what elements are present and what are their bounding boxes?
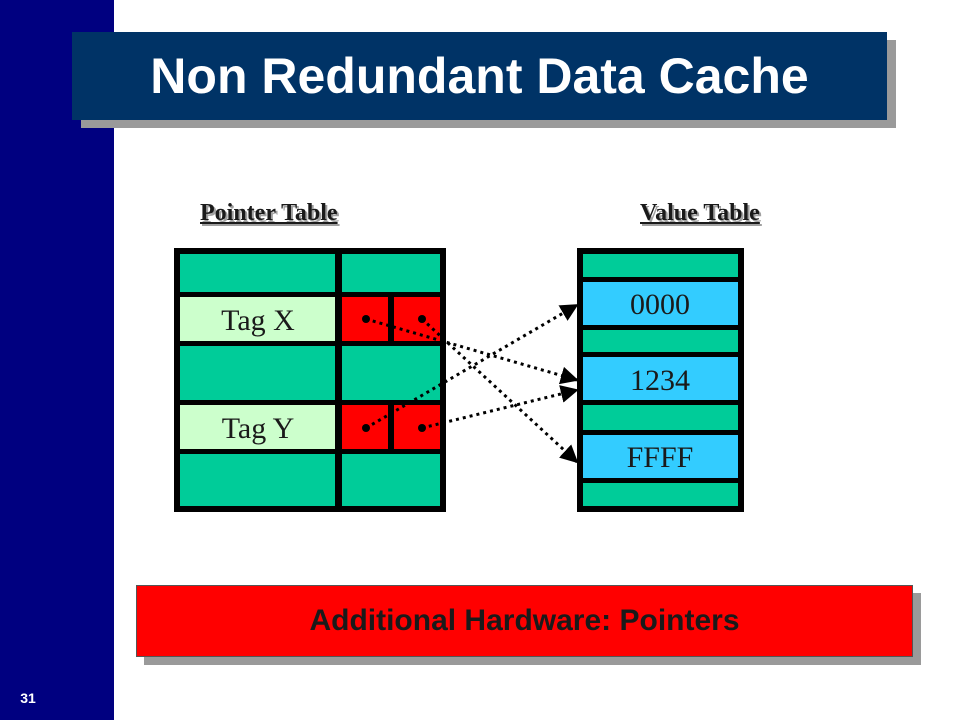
pointer-table-cell (342, 454, 440, 506)
tag-x-cell (180, 297, 335, 341)
pointer-dot (418, 424, 426, 432)
footer-box: Additional Hardware: Pointers (136, 585, 913, 657)
pointer-dot (362, 424, 370, 432)
pointer-table-cell (180, 346, 335, 400)
slide-title: Non Redundant Data Cache (150, 48, 809, 104)
tag-y-label: Tag Y (222, 412, 295, 445)
pointer-cell-x2 (394, 297, 440, 341)
pointer-arrows (365, 303, 579, 464)
value-table-cell (583, 483, 738, 506)
value-table: 0000 1234 FFFF (577, 248, 744, 512)
pointer-arrow-y1-to-0000 (365, 303, 579, 430)
value-table-cell (583, 405, 738, 430)
pointer-arrow-y2-to-1234 (421, 385, 579, 430)
pointer-cell-y2 (394, 405, 440, 449)
tag-x-label: Tag X (221, 304, 295, 337)
value-table-label: Value Table (640, 200, 760, 226)
value-label-ffff: FFFF (627, 441, 694, 474)
pointer-table-cell (180, 454, 335, 506)
tag-y-cell (180, 405, 335, 449)
footer-text: Additional Hardware: Pointers (309, 604, 740, 637)
pointer-table-cell (342, 254, 440, 292)
title-box: Non Redundant Data Cache (72, 32, 887, 120)
value-cell-0000 (583, 282, 738, 325)
pointer-arrow-x2-to-ffff (420, 317, 579, 464)
pointer-table-cell (342, 346, 440, 400)
value-cell-1234 (583, 357, 738, 400)
pointer-dots (362, 315, 426, 432)
value-table-cell (583, 254, 738, 277)
value-label-1234: 1234 (630, 364, 690, 397)
pointer-table: Tag X Tag Y (174, 248, 446, 512)
pointer-table-cell (180, 254, 335, 292)
pointer-dot (362, 315, 370, 323)
value-label-0000: 0000 (630, 288, 690, 321)
slide-number: 31 (20, 690, 36, 706)
pointer-dot (418, 315, 426, 323)
pointer-table-label: Pointer Table (200, 200, 338, 226)
pointer-arrow-x1-to-1234 (365, 317, 579, 385)
value-cell-ffff (583, 435, 738, 478)
value-table-cell (583, 330, 738, 352)
